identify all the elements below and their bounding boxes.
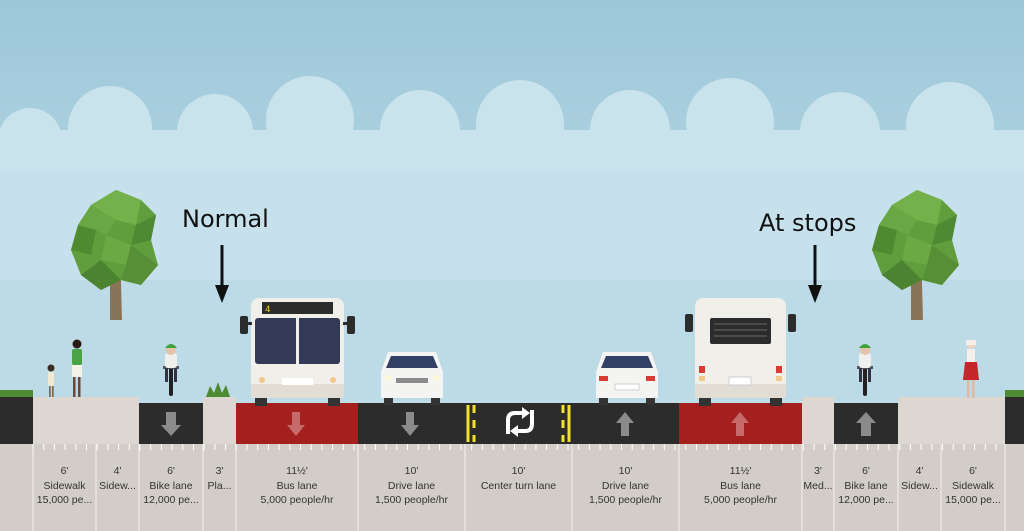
segment-label-bus-lane[interactable]: 11½' Bus lane 5,000 people/hr	[236, 464, 358, 508]
segment-name: Center turn lane	[480, 479, 557, 492]
arrow-up-icon	[731, 412, 749, 436]
arrow-down-icon	[161, 412, 181, 436]
segment-capacity: 1,500 people/hr	[375, 494, 448, 506]
segment-name: Sidewalk	[43, 479, 86, 492]
label-band	[0, 444, 1024, 531]
arrow-down-icon	[287, 412, 305, 436]
segment-label-sidewalk-buffer[interactable]: 4' Sidew...	[96, 464, 139, 493]
center-turn-lane	[465, 403, 572, 444]
segment-capacity: 12,000 pe...	[143, 494, 199, 506]
segment-width: 3'	[814, 465, 822, 477]
cyclist-left	[163, 344, 179, 396]
left-edge-strip	[0, 397, 33, 444]
pedestrian-adult-left	[72, 339, 82, 397]
bus-front: 4	[240, 298, 355, 406]
segment-label-median[interactable]: 3' Med...	[802, 464, 834, 493]
right-edge-strip	[1005, 397, 1024, 444]
segment-label-drive-lane[interactable]: 10' Drive lane 1,500 people/hr	[358, 464, 465, 508]
segment-capacity: 12,000 pe...	[838, 494, 894, 506]
raised-surfaces	[33, 397, 1005, 444]
planter-shrub	[206, 382, 230, 397]
segment-label-sidewalk[interactable]: 6' Sidewalk 15,000 pe...	[941, 464, 1005, 508]
segment-name: Bike lane	[149, 479, 193, 492]
right-edge-grass	[1005, 390, 1024, 397]
scale-ticks	[32, 444, 997, 450]
segment-capacity: 5,000 people/hr	[704, 494, 777, 506]
lane-arrows	[161, 412, 876, 436]
segment-capacity: 15,000 pe...	[945, 494, 1001, 506]
segment-width: 4'	[915, 465, 924, 477]
annotation-normal: Normal	[182, 205, 269, 233]
annotation-at-stops: At stops	[759, 209, 857, 237]
segment-capacity: 15,000 pe...	[36, 494, 93, 506]
segment-name: Sidew...	[99, 479, 136, 492]
segment-width: 6'	[60, 465, 69, 477]
segment-label-bike-lane[interactable]: 6' Bike lane 12,000 pe...	[834, 464, 898, 508]
turn-arrow-heads	[510, 407, 530, 437]
pedestrian-child	[47, 364, 55, 397]
segment-capacity: 5,000 people/hr	[260, 494, 334, 506]
segment-width: 4'	[113, 465, 122, 477]
arrow-up-icon	[856, 412, 876, 436]
segment-label-center-turn-lane[interactable]: 10' Center turn lane	[465, 464, 572, 493]
segment-name: Bus lane	[720, 479, 761, 492]
segment-capacity: 1,500 people/hr	[589, 494, 662, 506]
segment-label-bus-lane[interactable]: 11½' Bus lane 5,000 people/hr	[679, 464, 802, 508]
cloud-band	[0, 170, 1024, 280]
annotation-arrows	[215, 245, 822, 303]
car-rear	[596, 352, 658, 405]
segment-width: 6'	[167, 465, 175, 477]
segment-name: Bus lane	[276, 479, 318, 492]
segment-label-drive-lane[interactable]: 10' Drive lane 1,500 people/hr	[572, 464, 679, 508]
segment-name: Sidew...	[901, 479, 938, 492]
bus-route-number: 4	[265, 305, 270, 315]
label-dividers	[32, 444, 1006, 531]
turn-arrows-icon	[506, 410, 534, 434]
segment-name: Drive lane	[387, 479, 436, 492]
segment-width: 10'	[511, 465, 526, 477]
segment-width: 6'	[862, 465, 870, 477]
arrow-down-icon	[401, 412, 419, 436]
pedestrian-adult-right	[963, 339, 979, 398]
segment-label-planter[interactable]: 3' Pla...	[203, 464, 236, 493]
turn-lane-markings	[466, 405, 571, 442]
segment-width: 6'	[969, 465, 977, 477]
segment-name: Drive lane	[601, 479, 650, 492]
segment-label-sidewalk-buffer[interactable]: 4' Sidew...	[898, 464, 941, 493]
car-front	[381, 352, 443, 405]
segment-width: 10'	[618, 465, 633, 477]
segment-name: Bike lane	[844, 479, 888, 492]
segment-width: 10'	[404, 465, 419, 477]
segment-label-bike-lane[interactable]: 6' Bike lane 12,000 pe...	[139, 464, 203, 508]
left-edge-grass	[0, 390, 33, 397]
segment-name: Med...	[803, 479, 833, 492]
segment-width: 11½'	[729, 465, 752, 477]
cyclist-right	[857, 344, 873, 396]
segment-name: Pla...	[207, 479, 232, 492]
segment-width: 11½'	[286, 465, 308, 477]
arrow-up-icon	[616, 412, 634, 436]
segment-label-sidewalk[interactable]: 6' Sidewalk 15,000 pe...	[33, 464, 96, 508]
segment-width: 3'	[215, 465, 224, 477]
bus-rear	[685, 298, 796, 406]
segment-name: Sidewalk	[951, 479, 995, 492]
